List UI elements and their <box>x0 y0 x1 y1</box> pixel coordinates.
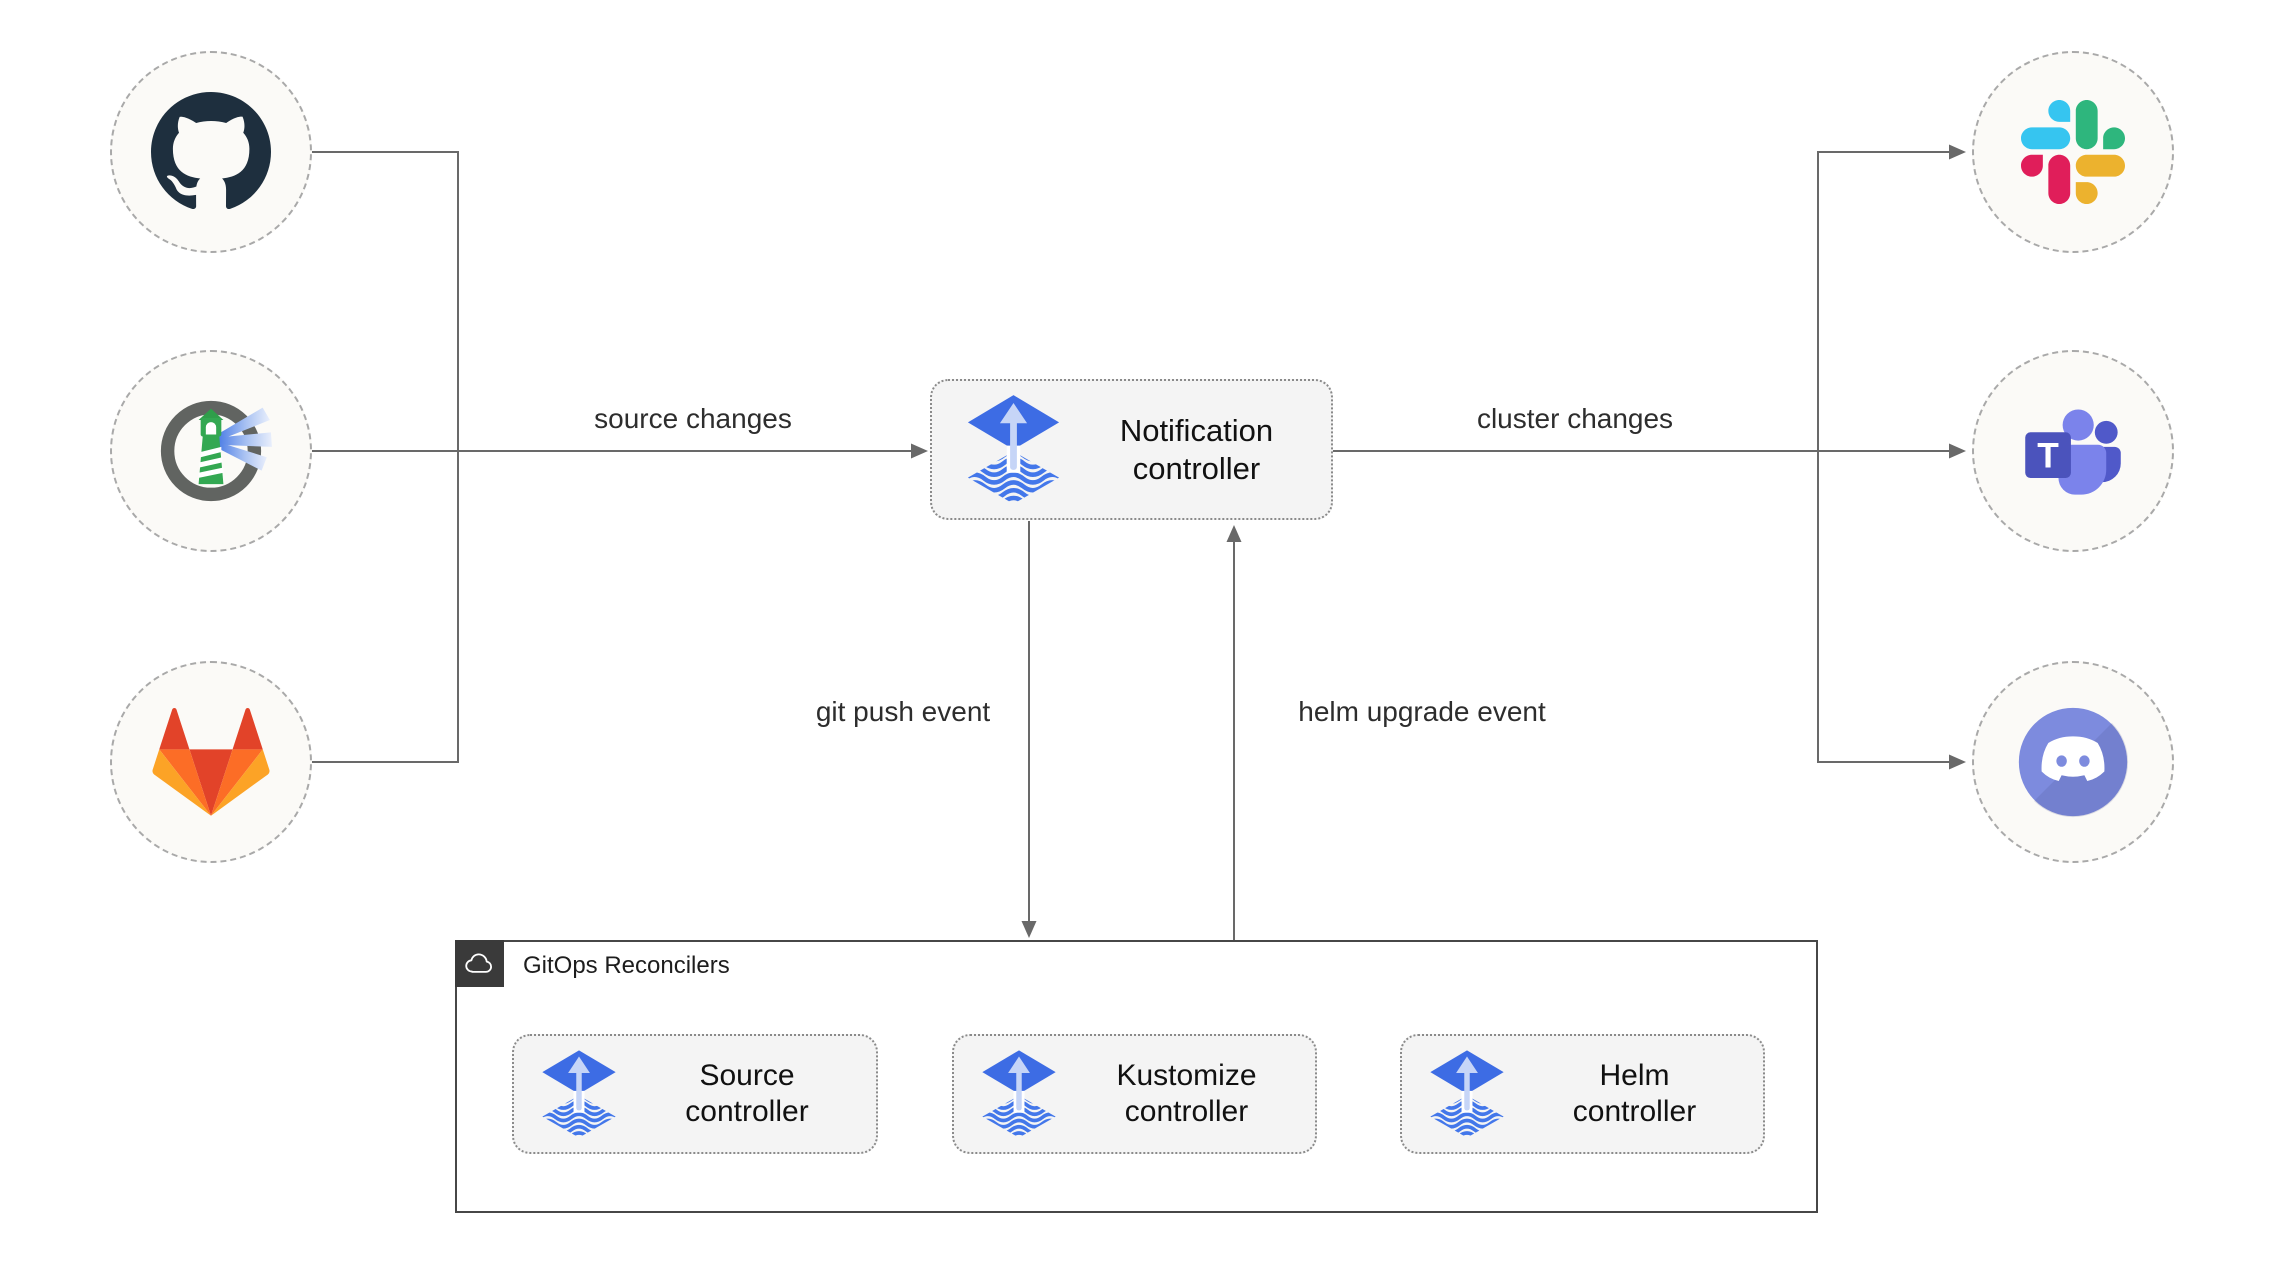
teams-letter: T <box>2037 437 2059 476</box>
edge-label-cluster-changes: cluster changes <box>1476 403 1674 434</box>
label-line-2: controller <box>685 1095 809 1128</box>
flux-icon <box>542 1050 616 1138</box>
arrowhead-git-push-down <box>1021 921 1037 938</box>
node-gitlab <box>110 661 312 863</box>
arrowhead-into-teams <box>1949 443 1966 459</box>
flux-icon <box>967 395 1060 504</box>
gitops-reconcilers-group: GitOps Reconcilers Source <box>455 940 1818 1213</box>
label-line-2: controller <box>1132 450 1261 486</box>
node-github <box>110 51 312 253</box>
node-discord <box>1972 661 2174 863</box>
node-notification-controller: Notification controller <box>930 379 1333 520</box>
group-title: GitOps Reconcilers <box>523 952 730 979</box>
label-line-1: Kustomize <box>1116 1059 1257 1092</box>
label-line-1: Notification <box>1119 412 1274 448</box>
slack-icon <box>2021 100 2125 204</box>
node-helm-controller: Helm controller <box>1400 1034 1765 1154</box>
gitlab-icon <box>152 707 270 816</box>
arrowhead-into-slack <box>1949 144 1966 160</box>
harbor-icon <box>160 400 272 502</box>
github-icon <box>151 92 271 210</box>
label-line-2: controller <box>1572 1095 1697 1128</box>
cloud-icon <box>464 953 492 973</box>
arrowhead-into-notification <box>911 443 928 459</box>
node-slack <box>1972 51 2174 253</box>
source-controller-label: Source controller <box>618 1058 876 1130</box>
edge-label-source-changes: source changes <box>594 403 792 434</box>
arrowhead-into-discord <box>1949 754 1966 770</box>
node-kustomize-controller: Kustomize controller <box>952 1034 1317 1154</box>
label-line-1: Helm <box>1599 1059 1670 1092</box>
flux-icon <box>982 1050 1056 1138</box>
label-line-2: controller <box>1124 1095 1249 1128</box>
edge-label-git-push-event: git push event <box>815 696 991 727</box>
group-badge <box>455 940 504 987</box>
arrowhead-helm-upgrade-up <box>1226 525 1242 542</box>
discord-icon <box>2018 707 2129 818</box>
node-source-controller: Source controller <box>512 1034 878 1154</box>
notification-controller-label: Notification controller <box>1062 412 1331 488</box>
helm-controller-label: Helm controller <box>1506 1058 1763 1130</box>
edge-label-helm-upgrade-event: helm upgrade event <box>1298 696 1546 727</box>
flux-icon <box>1430 1050 1504 1138</box>
kustomize-controller-label: Kustomize controller <box>1058 1058 1315 1130</box>
node-harbor <box>110 350 312 552</box>
microsoft-teams-icon: T <box>2025 409 2121 495</box>
label-line-1: Source <box>699 1059 795 1092</box>
node-microsoft-teams: T <box>1972 350 2174 552</box>
